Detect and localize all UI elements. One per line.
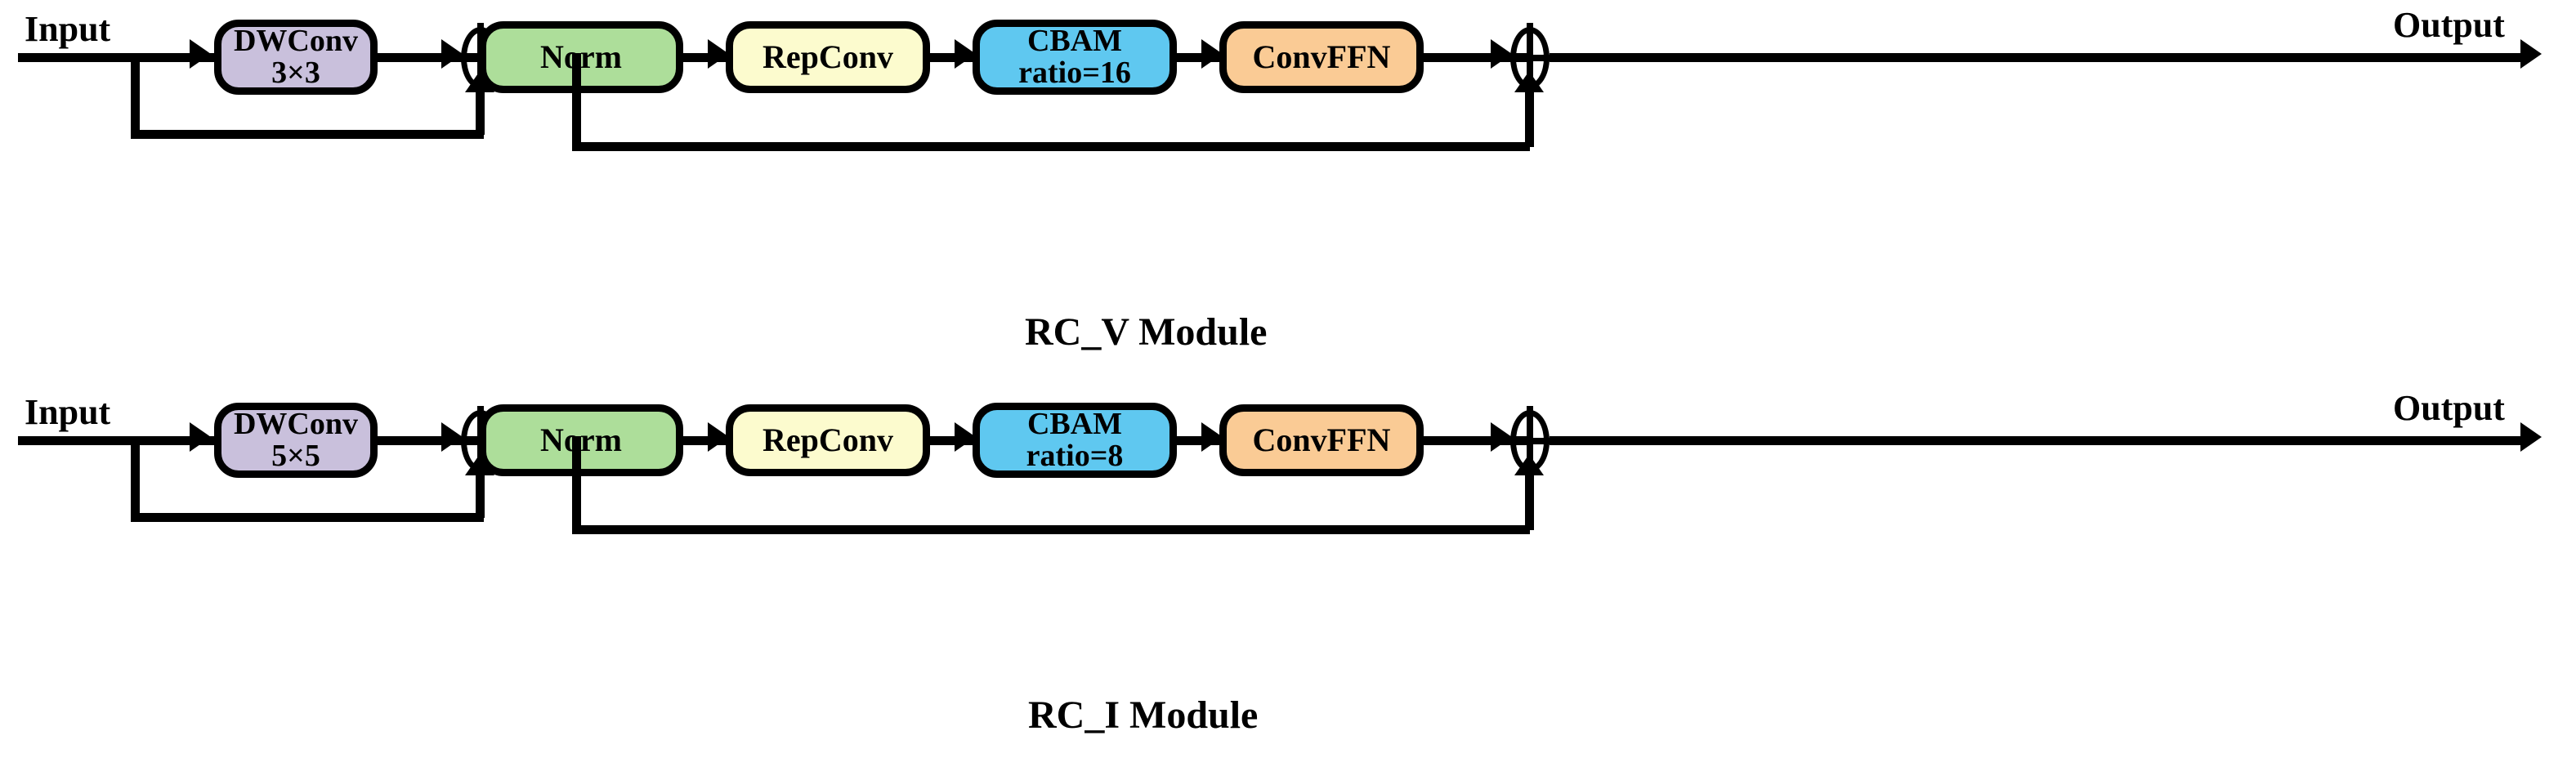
skip-b-arrowhead <box>1514 71 1544 92</box>
block-norm[interactable]: Norm <box>479 404 683 476</box>
block-dwconv-line2: 3×3 <box>271 56 320 90</box>
block-cbam-line2: ratio=8 <box>1026 439 1124 473</box>
skip-b-up <box>1525 90 1534 147</box>
output-line <box>1550 436 2530 445</box>
convffn-to-add2-line <box>1424 436 1527 445</box>
convffn-to-add2-line <box>1424 53 1527 62</box>
add-node-2-vbar <box>1527 23 1533 93</box>
block-cbam-line1: CBAM <box>1026 407 1123 442</box>
skip-a-bottom <box>131 513 484 522</box>
repconv-to-cbam-arrowhead <box>955 422 976 452</box>
skip-b-down <box>572 436 581 534</box>
input-arrowhead <box>190 39 211 69</box>
skip-a-bottom <box>131 130 484 139</box>
module-rc-i: Input DWConv 5×5 Norm RepConv CBAM ratio… <box>0 383 2576 767</box>
repconv-to-cbam-arrowhead <box>955 39 976 69</box>
block-dwconv[interactable]: DWConv 3×3 <box>214 20 378 95</box>
norm-to-repconv-arrowhead <box>708 39 729 69</box>
cbam-to-convffn-arrowhead <box>1201 422 1223 452</box>
block-dwconv-line1: DWConv <box>233 24 359 59</box>
block-cbam-line2: ratio=16 <box>1018 56 1131 90</box>
module-caption: RC_V Module <box>1025 310 1268 354</box>
block-dwconv-line2: 5×5 <box>271 439 320 473</box>
module-caption: RC_I Module <box>1028 693 1259 737</box>
block-cbam[interactable]: CBAM ratio=8 <box>973 403 1177 478</box>
skip-b-bottom <box>572 142 1530 151</box>
skip-b-arrowhead <box>1514 454 1544 475</box>
input-label: Input <box>25 392 111 432</box>
input-line <box>18 53 221 62</box>
input-label: Input <box>25 9 111 49</box>
skip-a-up <box>476 90 485 135</box>
convffn-to-add2-arrowhead <box>1491 422 1512 452</box>
block-convffn[interactable]: ConvFFN <box>1219 404 1424 476</box>
block-dwconv[interactable]: DWConv 5×5 <box>214 403 378 478</box>
skip-a-arrowhead <box>465 71 494 92</box>
block-norm[interactable]: Norm <box>479 21 683 93</box>
block-convffn-line1: ConvFFN <box>1252 38 1391 75</box>
cbam-to-convffn-arrowhead <box>1201 39 1223 69</box>
output-label: Output <box>2393 5 2505 45</box>
output-label: Output <box>2393 388 2505 428</box>
dwconv-to-add1-arrowhead <box>441 422 463 452</box>
output-line <box>1550 53 2530 62</box>
skip-b-bottom <box>572 525 1530 534</box>
block-convffn-line1: ConvFFN <box>1252 421 1391 458</box>
block-dwconv-line1: DWConv <box>233 407 359 442</box>
dwconv-to-add1-line <box>378 436 477 445</box>
output-arrowhead <box>2520 39 2542 69</box>
output-arrowhead <box>2520 422 2542 452</box>
block-cbam[interactable]: CBAM ratio=16 <box>973 20 1177 95</box>
norm-to-repconv-arrowhead <box>708 422 729 452</box>
input-arrowhead <box>190 422 211 452</box>
skip-a-up <box>476 473 485 518</box>
block-repconv[interactable]: RepConv <box>726 404 930 476</box>
input-line <box>18 436 221 445</box>
block-repconv-line1: RepConv <box>762 421 894 458</box>
skip-b-down <box>572 53 581 151</box>
block-convffn[interactable]: ConvFFN <box>1219 21 1424 93</box>
add-node-2-vbar <box>1527 406 1533 476</box>
skip-a-down <box>131 436 140 522</box>
skip-a-arrowhead <box>465 454 494 475</box>
block-norm-line1: Norm <box>540 38 622 75</box>
dwconv-to-add1-line <box>378 53 477 62</box>
block-cbam-line1: CBAM <box>1026 24 1123 59</box>
convffn-to-add2-arrowhead <box>1491 39 1512 69</box>
block-repconv[interactable]: RepConv <box>726 21 930 93</box>
skip-a-down <box>131 53 140 139</box>
block-norm-line1: Norm <box>540 421 622 458</box>
block-repconv-line1: RepConv <box>762 38 894 75</box>
dwconv-to-add1-arrowhead <box>441 39 463 69</box>
skip-b-up <box>1525 473 1534 530</box>
module-rc-v: Input DWConv 3×3 Norm RepCo <box>18 5 2542 354</box>
